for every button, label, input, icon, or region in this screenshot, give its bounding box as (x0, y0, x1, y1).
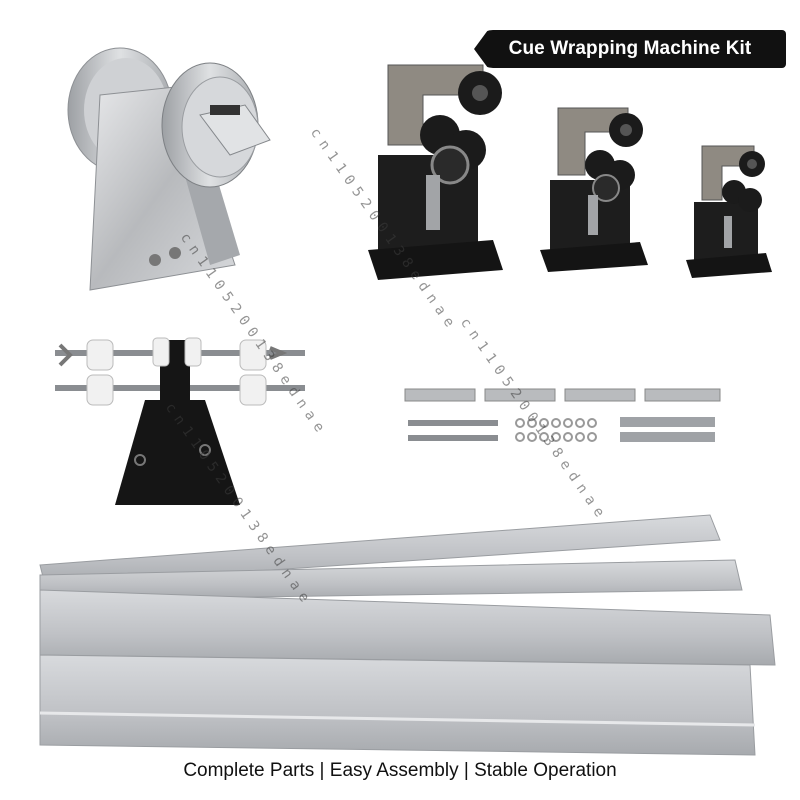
carriage-small-image (686, 145, 772, 278)
title-badge: Cue Wrapping Machine Kit (474, 30, 786, 68)
caption-part-complete-parts: Complete Parts (183, 760, 315, 781)
feature-caption: Complete Parts | Easy Assembly | Stable … (0, 760, 800, 782)
carriage-medium-image (540, 107, 648, 272)
carriage-large-image (368, 64, 503, 280)
headstock-chuck-image (67, 47, 271, 291)
hardware-pack-image (404, 388, 721, 442)
caption-separator: | (458, 760, 475, 781)
title-text: Cue Wrapping Machine Kit (508, 38, 752, 59)
caption-part-easy-assembly: Easy Assembly (329, 760, 459, 781)
tailstock-clamp-image (55, 337, 305, 505)
caption-part-stable-operation: Stable Operation (474, 760, 617, 781)
caption-separator: | (314, 760, 330, 781)
aluminum-rails-image (39, 514, 776, 756)
